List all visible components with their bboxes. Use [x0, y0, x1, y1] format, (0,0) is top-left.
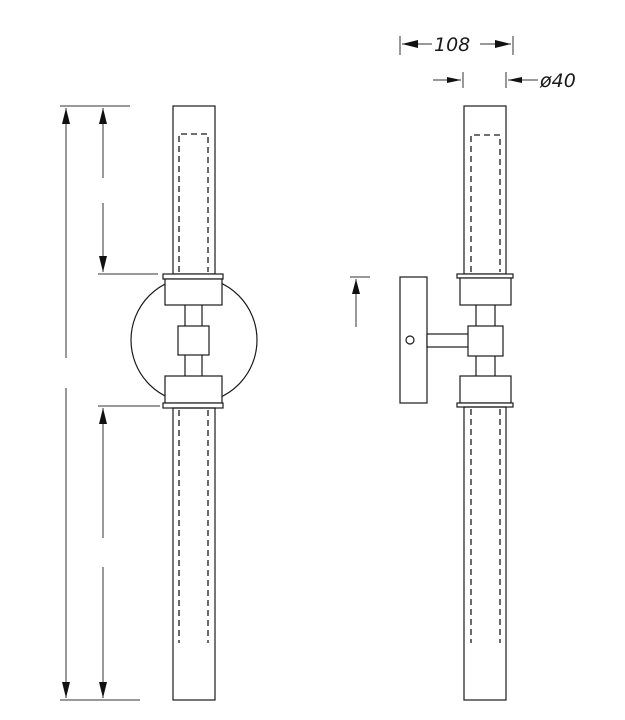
- diameter-dimension: ø40: [433, 70, 576, 92]
- lower-collar-rim: [162, 402, 224, 409]
- mounting-arm: [426, 333, 470, 348]
- side-lower-light-source: [470, 409, 501, 643]
- upper-light-source: [178, 133, 209, 272]
- side-view: 108 ø40: [350, 34, 576, 701]
- mount-height-dimension: [350, 276, 370, 327]
- screw-hole-icon: [405, 335, 415, 345]
- side-upper-collar-rim: [456, 273, 514, 279]
- side-upper-collar: [459, 277, 512, 306]
- lower-tube-dimension: [98, 405, 160, 698]
- front-view: [60, 105, 258, 701]
- lower-glass-tube: [172, 407, 216, 701]
- upper-collar: [164, 278, 223, 306]
- center-hub: [177, 325, 210, 356]
- lower-collar: [164, 375, 223, 404]
- width-label: 108: [434, 34, 470, 56]
- side-upper-light-source: [470, 134, 501, 272]
- lower-light-source: [178, 410, 209, 643]
- side-center-hub: [467, 325, 504, 357]
- side-lower-glass-tube: [463, 406, 507, 701]
- upper-collar-rim: [162, 273, 224, 280]
- diameter-label: ø40: [539, 70, 576, 92]
- side-lower-collar: [459, 375, 512, 404]
- width-dimension: 108: [399, 34, 514, 56]
- upper-tube-dimension: [98, 108, 158, 275]
- overall-height-dimension: [60, 105, 140, 701]
